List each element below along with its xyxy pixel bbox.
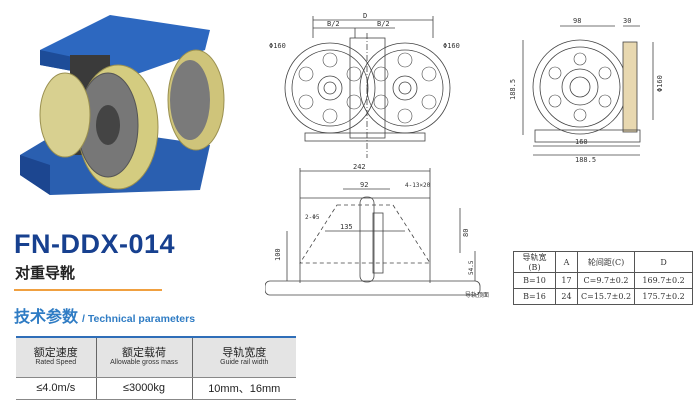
cell: 175.7±0.2 — [634, 288, 694, 305]
dim-phi-right: Φ160 — [443, 42, 460, 50]
section-title-en: / Technical parameters — [82, 313, 196, 325]
cell: C=9.7±0.2 — [576, 272, 636, 289]
section-title-cn: 技术参数 — [14, 309, 79, 326]
dim-holes: 4-13×20 — [405, 182, 431, 189]
cell: 24 — [555, 288, 578, 305]
product-model: FN-DDX-014 — [14, 229, 176, 259]
dim-phi-left: Φ160 — [269, 42, 286, 50]
table-header-row: 导轨宽(B) A 轮间距(C) D — [513, 251, 694, 273]
dim-98: 98 — [573, 17, 581, 25]
dim-135: 135 — [340, 223, 353, 231]
dim-54-5: 54.5 — [468, 260, 475, 275]
dim-d: D — [363, 12, 367, 20]
dim-pins: 2-Φ5 — [305, 214, 320, 221]
dim-100: 100 — [274, 248, 282, 261]
dim-b2-left: B/2 — [327, 20, 340, 28]
section-heading: 技术参数/ Technical parameters — [14, 303, 195, 327]
cell-load: ≤3000kg — [96, 377, 193, 400]
header-c: 轮间距(C) — [576, 251, 636, 273]
divider — [14, 289, 162, 291]
side-view-drawing: 98 30 188.5 Φ160 160 188.5 — [509, 17, 664, 164]
cell: C=15.7±0.2 — [576, 288, 636, 305]
dim-phi: Φ160 — [656, 75, 664, 92]
cell-speed: ≤4.0m/s — [16, 377, 97, 400]
product-name: 对重导靴 — [15, 265, 76, 282]
dim-242: 242 — [353, 163, 366, 171]
cell: B=10 — [513, 272, 556, 289]
cell: 17 — [555, 272, 578, 289]
front-view-drawing: D B/2 B/2 Φ160 Φ160 — [269, 12, 460, 158]
bottom-view-drawing: 242 92 4-13×20 2-Φ5 135 80 100 54.5 导轨顶面 — [265, 163, 489, 299]
header-b: 导轨宽(B) — [513, 251, 556, 273]
header-d: D — [634, 251, 694, 273]
cell: 169.7±0.2 — [634, 272, 694, 289]
cell: B=16 — [513, 288, 556, 305]
header-a: A — [555, 251, 578, 273]
dim-30: 30 — [623, 17, 631, 25]
dim-80: 80 — [462, 229, 470, 237]
dim-height: 188.5 — [509, 79, 517, 100]
dim-b2-right: B/2 — [377, 20, 390, 28]
dim-188: 188.5 — [575, 156, 596, 164]
dim-92: 92 — [360, 181, 368, 189]
dim-160: 160 — [575, 138, 588, 146]
rail-top-label: 导轨顶面 — [465, 291, 489, 299]
cell-rail-width: 10mm、16mm — [192, 377, 296, 400]
table-row: ≤4.0m/s ≤3000kg 10mm、16mm — [16, 377, 296, 400]
product-photo — [20, 15, 225, 195]
